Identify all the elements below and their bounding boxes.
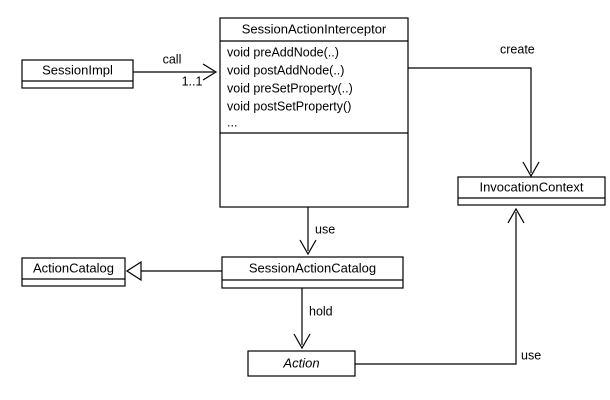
session-action-interceptor-member-1: void postAddNode(..) xyxy=(227,63,344,77)
session-action-interceptor-box xyxy=(219,17,409,208)
class-session-impl[interactable]: SessionImpl xyxy=(21,59,134,89)
create-arrowhead-icon xyxy=(522,161,540,178)
class-session-action-catalog[interactable]: SessionActionCatalog xyxy=(221,256,404,289)
action-catalog-title: ActionCatalog xyxy=(33,260,114,275)
relationship-create: create xyxy=(408,42,540,178)
class-session-action-interceptor[interactable]: SessionActionInterceptor void preAddNode… xyxy=(219,17,409,208)
session-action-interceptor-member-2: void preSetProperty(..) xyxy=(227,81,353,95)
relationship-call: call 1..1 xyxy=(133,52,218,88)
class-action[interactable]: Action xyxy=(247,350,356,377)
action-catalog-box xyxy=(21,257,126,287)
relationship-inherit xyxy=(125,260,222,282)
session-action-catalog-box xyxy=(221,256,404,289)
session-impl-title: SessionImpl xyxy=(42,62,113,77)
session-impl-box xyxy=(21,59,134,89)
session-action-interceptor-member-0: void preAddNode(..) xyxy=(227,45,339,59)
inherit-arrowhead-icon xyxy=(125,260,142,282)
call-arrowhead-icon xyxy=(202,63,218,81)
invocation-context-box xyxy=(457,176,606,206)
use-context-arrowhead-icon xyxy=(507,207,525,224)
session-action-interceptor-member-4: ... xyxy=(227,115,237,129)
call-label: call xyxy=(163,52,182,66)
use-catalog-arrowhead-icon xyxy=(299,239,317,256)
session-action-interceptor-title: SessionActionInterceptor xyxy=(242,21,387,36)
action-title: Action xyxy=(282,355,319,370)
session-action-interceptor-member-3: void postSetProperty() xyxy=(227,99,351,113)
invocation-context-title: InvocationContext xyxy=(479,179,583,194)
relationship-use-catalog: use xyxy=(299,207,335,256)
use-catalog-label: use xyxy=(315,222,335,236)
relationship-use-context: use xyxy=(355,207,541,365)
relationship-hold: hold xyxy=(293,288,333,350)
hold-arrowhead-icon xyxy=(293,333,311,350)
session-action-catalog-title: SessionActionCatalog xyxy=(249,260,376,275)
create-label: create xyxy=(500,42,535,56)
hold-label: hold xyxy=(309,304,333,318)
use-context-line xyxy=(355,212,517,365)
create-line xyxy=(408,67,532,173)
use-context-label: use xyxy=(521,348,541,362)
class-action-catalog[interactable]: ActionCatalog xyxy=(21,257,126,287)
action-box xyxy=(247,350,356,377)
call-multiplicity-label: 1..1 xyxy=(182,74,203,88)
class-invocation-context[interactable]: InvocationContext xyxy=(457,176,606,206)
